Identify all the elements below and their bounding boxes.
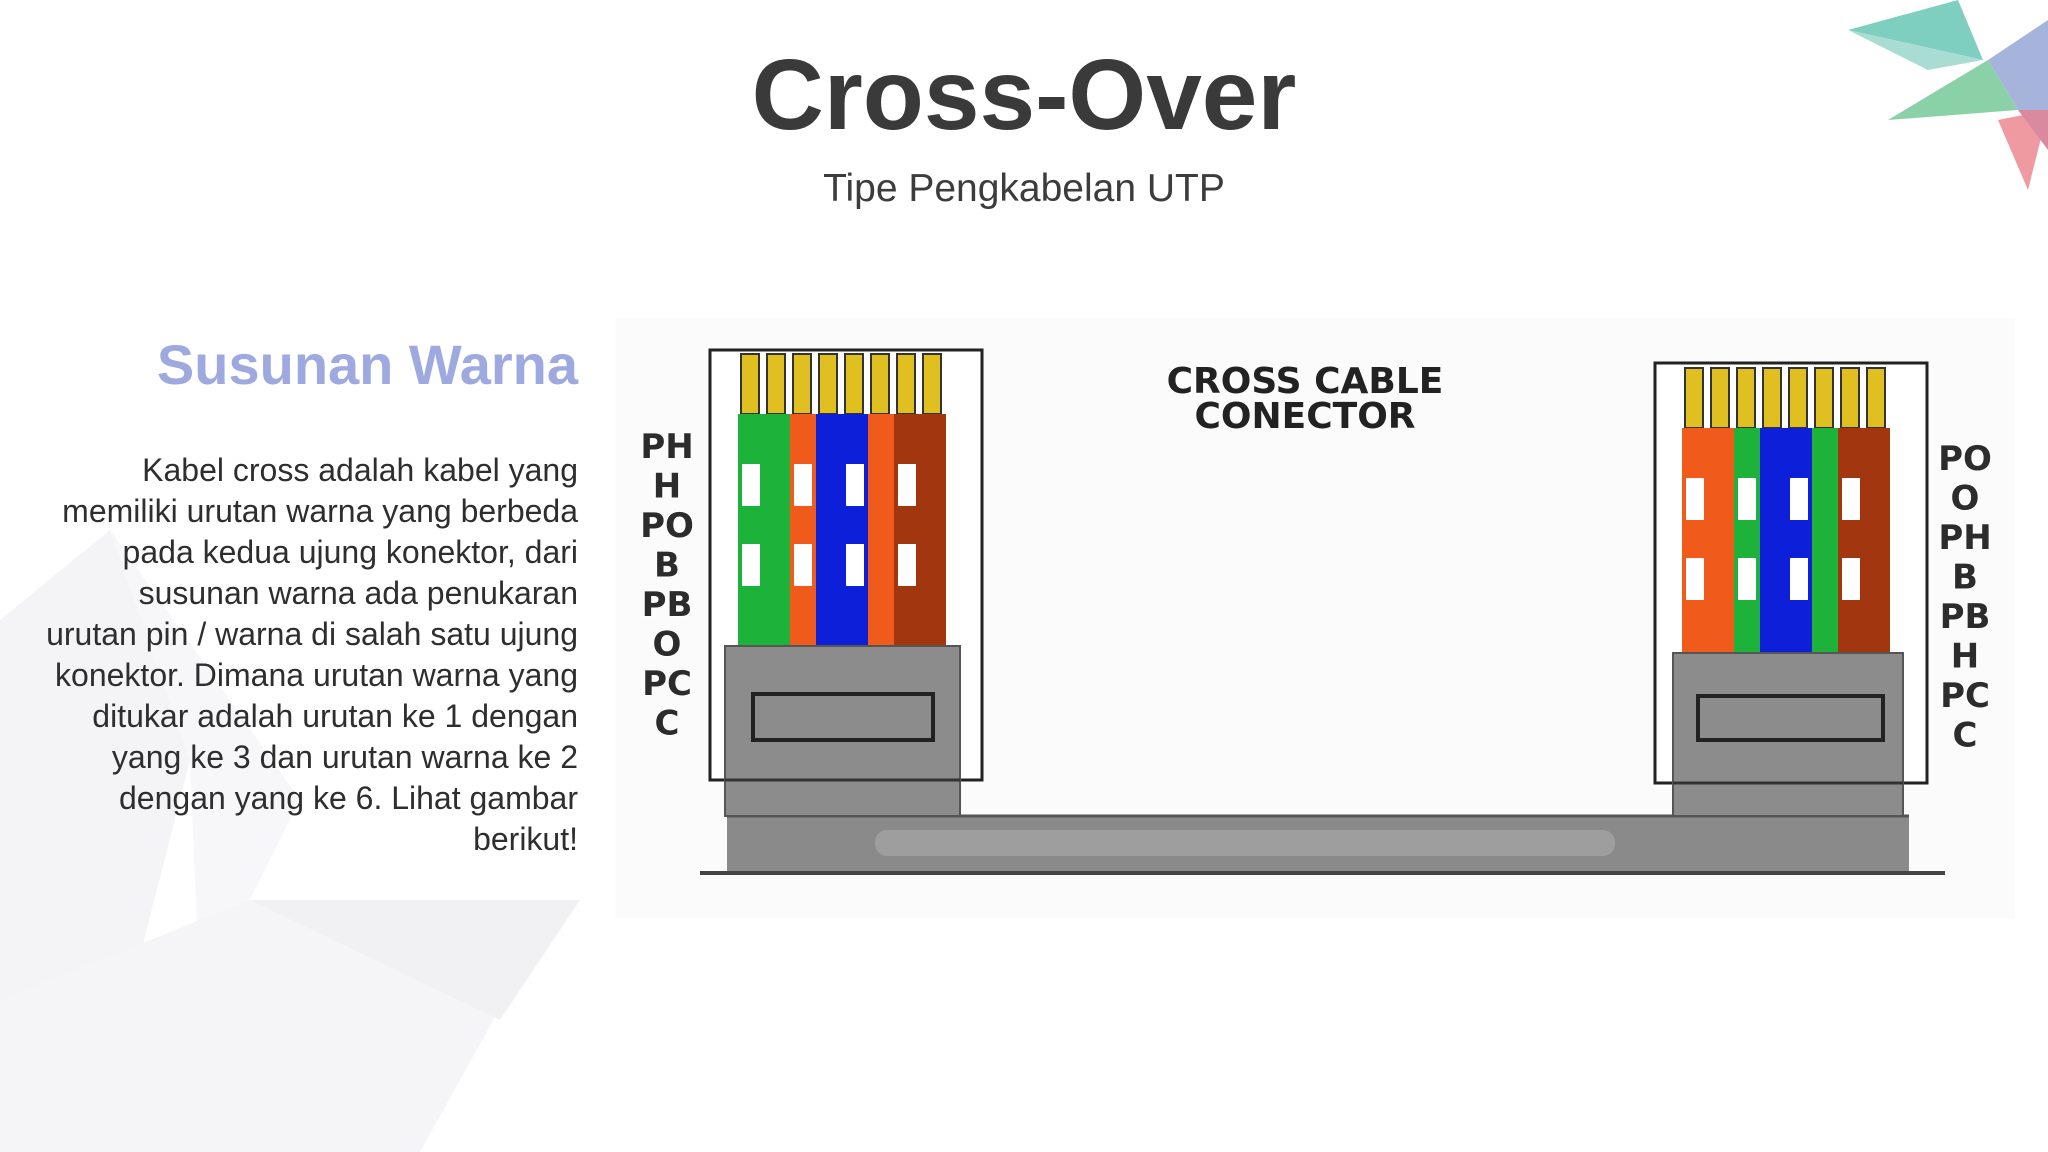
left-pin-contact-6 (870, 353, 890, 415)
left-wire-stripe-1-1 (742, 464, 760, 506)
right-pin-label-6: H (1951, 637, 1979, 677)
right-pin-label-8: C (1953, 716, 1978, 756)
right-pin-contact-6 (1814, 367, 1834, 429)
slide-subtitle: Tipe Pengkabelan UTP (823, 167, 1225, 210)
right-wire-stripe-1-2 (1686, 558, 1704, 600)
left-pin-contact-8 (922, 353, 942, 415)
left-pin-label-2: H (653, 467, 681, 507)
right-pin-label-2: O (1951, 479, 1980, 519)
diagram-title-line1: CROSS CABLE (1167, 361, 1444, 402)
right-pin-contact-2 (1710, 367, 1730, 429)
left-pin-contact-7 (896, 353, 916, 415)
section-heading: Susunan Warna (156, 333, 578, 396)
right-wire-stripe-5-1 (1790, 478, 1808, 520)
right-wire-stripe-7-1 (1842, 478, 1860, 520)
left-wire-stripe-1-2 (742, 544, 760, 586)
left-connector-clip (751, 692, 935, 742)
right-wire-3 (1734, 428, 1760, 656)
right-wire-1 (1682, 428, 1708, 656)
left-wire-stripe-5-2 (846, 544, 864, 586)
right-wire-stripe-3-2 (1738, 558, 1756, 600)
right-pin-contact-4 (1762, 367, 1782, 429)
left-pin-contact-4 (818, 353, 838, 415)
right-wire-4 (1760, 428, 1786, 656)
left-pin-contact-2 (766, 353, 786, 415)
left-pin-label-1: PH (640, 427, 693, 467)
right-wire-stripe-1-1 (1686, 478, 1704, 520)
right-pin-contact-5 (1788, 367, 1808, 429)
left-wire-5 (842, 414, 868, 648)
body-paragraph: Kabel cross adalah kabel yang memiliki u… (46, 452, 578, 857)
left-wire-1 (738, 414, 764, 648)
left-wire-stripe-7-2 (898, 544, 916, 586)
left-wire-3 (790, 414, 816, 648)
geometric-leaf-logo (1848, 0, 2048, 190)
left-pin-contact-3 (792, 353, 812, 415)
right-pin-contact-1 (1684, 367, 1704, 429)
right-wire-stripe-7-2 (1842, 558, 1860, 600)
right-wire-6 (1812, 428, 1838, 656)
right-connector (1653, 361, 1929, 817)
left-connector (708, 348, 984, 817)
left-pin-label-4: B (654, 546, 680, 586)
right-wire-5 (1786, 428, 1812, 656)
right-pin-contact-3 (1736, 367, 1756, 429)
right-wire-8 (1864, 428, 1890, 656)
right-pin-label-3: PH (1938, 518, 1991, 558)
left-pin-label-6: O (653, 625, 682, 665)
left-pin-contact-5 (844, 353, 864, 415)
left-wire-stripe-5-1 (846, 464, 864, 506)
left-wire-2 (764, 414, 790, 648)
left-pin-label-3: PO (640, 506, 694, 546)
left-wire-4 (816, 414, 842, 648)
left-wire-stripe-3-1 (794, 464, 812, 506)
left-wire-7 (894, 414, 920, 648)
right-pin-label-4: B (1952, 558, 1978, 598)
left-wire-stripe-7-1 (898, 464, 916, 506)
right-pin-contact-7 (1840, 367, 1860, 429)
left-pin-contact-1 (740, 353, 760, 415)
right-pin-label-5: PB (1940, 597, 1991, 637)
left-pin-label-5: PB (642, 585, 693, 625)
left-wire-6 (868, 414, 894, 648)
right-wire-7 (1838, 428, 1864, 656)
right-pin-label-7: PC (1940, 676, 1990, 716)
left-pin-label-7: PC (642, 664, 692, 704)
left-wire-stripe-3-2 (794, 544, 812, 586)
cable-highlight (875, 830, 1615, 856)
slide-title: Cross-Over (751, 39, 1297, 151)
right-wire-2 (1708, 428, 1734, 656)
diagram-title-line2: CONECTOR (1194, 396, 1415, 437)
right-pin-label-1: PO (1938, 439, 1992, 479)
right-wire-stripe-5-2 (1790, 558, 1808, 600)
right-connector-clip (1696, 694, 1885, 742)
left-wire-8 (920, 414, 946, 648)
left-pin-label-8: C (655, 704, 680, 744)
right-wire-stripe-3-1 (1738, 478, 1756, 520)
right-pin-contact-8 (1866, 367, 1886, 429)
